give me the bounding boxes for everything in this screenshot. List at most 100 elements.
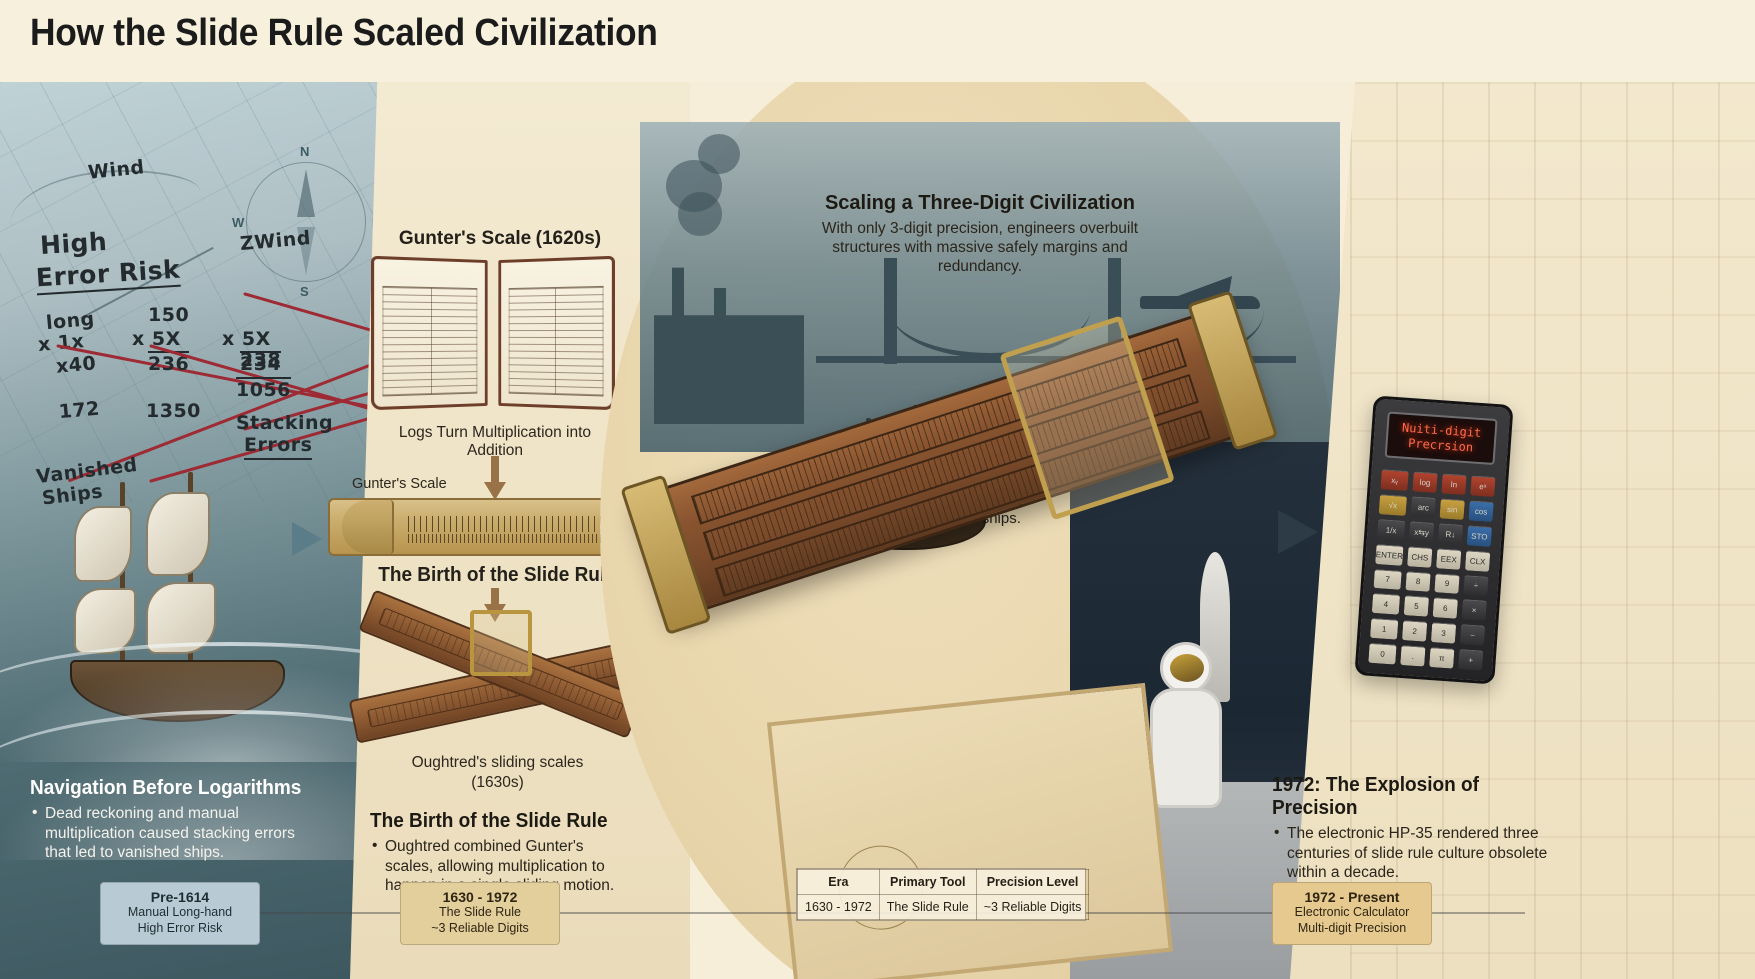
ship-sail-2 — [74, 588, 136, 654]
gunter-heading-year: (1620s) — [535, 228, 602, 249]
annotation-stacking-line1: Stacking — [236, 412, 334, 434]
book-page-left — [370, 255, 488, 411]
birth-heading: The Birth of the Slide Rule — [370, 810, 608, 832]
navigation-bullet-1: Dead reckoning and manual multiplication… — [30, 803, 320, 863]
page-title: How the Slide Rule Scaled Civilization — [30, 12, 658, 54]
gunter-heading-group: Gunter's Scale (1620s) — [380, 228, 620, 250]
compass-label-n: N — [300, 144, 310, 159]
log-table-right — [508, 285, 604, 397]
compass-label-s: S — [300, 284, 309, 299]
annotation-calc1-a: 150 — [148, 304, 190, 326]
annotation-high-error-risk-line1: High — [39, 226, 109, 261]
calc-key[interactable]: arc — [1410, 496, 1437, 518]
bridge-cable-main — [890, 262, 1090, 358]
coastline-outline — [10, 170, 200, 240]
annotation-stacking-line2: Errors — [244, 434, 313, 461]
scaling-body: With only 3-digit precision, engineers o… — [821, 220, 1139, 276]
smoke-puff-3 — [698, 134, 740, 174]
astronaut-visor — [1170, 654, 1204, 682]
book-page-right — [498, 255, 616, 411]
annotation-calc2-result: 1056 — [236, 377, 291, 401]
oughtred-caption: Oughtred's sliding scales — [411, 754, 584, 771]
logs-caption: Logs Turn Multiplication into Addition — [398, 424, 592, 459]
calc-key[interactable]: STO — [1466, 525, 1493, 547]
timeline-precision: Multi-digit Precision — [1297, 920, 1407, 935]
calc-key[interactable]: log — [1412, 471, 1438, 493]
arrow-down-icon-1 — [484, 456, 506, 500]
calc-key[interactable]: ln — [1441, 473, 1467, 495]
calc-key[interactable]: + — [1458, 649, 1484, 671]
calc-key[interactable]: ÷ — [1463, 574, 1489, 597]
explosion-bullet-1: The electronic HP-35 rendered three cent… — [1272, 823, 1562, 883]
calc-key[interactable]: − — [1459, 624, 1486, 646]
flow-arrow-left-icon — [292, 522, 322, 556]
table-cell-precision: ~3 Reliable Digits — [975, 894, 1090, 920]
table-header-precision: Precision Level — [975, 869, 1090, 895]
logarithm-book-illustration — [370, 255, 616, 416]
explosion-heading: 1972: The Explosion of Precision — [1272, 774, 1479, 819]
calc-key[interactable]: EEX — [1436, 547, 1462, 570]
hp-35-calculator[interactable]: Nuiti-digit Precrsion xᵧ log ln eˣ √x ar… — [1354, 395, 1514, 685]
timeline-tool: Manual Long-hand — [127, 905, 233, 919]
ship-sail-1 — [74, 506, 132, 582]
calc-key[interactable]: CHS — [1407, 545, 1433, 568]
timeline-era: 1972 - Present — [1304, 889, 1400, 905]
gunter-heading: Gunter's Scale — [398, 228, 532, 249]
annotation-calc2-a: 238 — [240, 349, 440, 371]
calculator-keypad[interactable]: xᵧ log ln eˣ √x arc sin cos 1/x x⇆y R↓ S… — [1368, 469, 1496, 671]
calc-key[interactable]: R↓ — [1437, 523, 1464, 545]
timeline-chip-1972-present[interactable]: 1972 - Present Electronic Calculator Mul… — [1272, 882, 1432, 945]
precision-comparison-table: Era Primary Tool Precision Level 1630 - … — [796, 868, 1090, 921]
calc-key[interactable]: . — [1400, 645, 1426, 667]
timeline-era: 1630 - 1972 — [442, 889, 518, 905]
ship-mast-fore — [120, 482, 125, 672]
calc-key[interactable]: √x — [1378, 494, 1408, 516]
timeline-chip-pre-1614[interactable]: Pre-1614 Manual Long-hand High Error Ris… — [100, 882, 260, 945]
ruler-brass-cap — [342, 500, 394, 554]
table-cell-era: 1630 - 1972 — [797, 894, 880, 920]
astronaut-body — [1150, 688, 1222, 808]
calc-key[interactable]: × — [1461, 599, 1487, 622]
oughtred-cursor — [470, 610, 532, 676]
calc-key[interactable]: CLX — [1465, 549, 1491, 572]
calc-key[interactable]: 7 — [1373, 568, 1402, 591]
compass-rose-icon — [246, 162, 366, 282]
calc-key[interactable]: x⇆y — [1409, 521, 1435, 543]
infographic-stage: N E S W Wind ZWind High Error Risk long … — [0, 82, 1755, 979]
table-row: 1630 - 1972 The Slide Rule ~3 Reliable D… — [797, 894, 1090, 920]
calc-key[interactable]: 1/x — [1376, 518, 1406, 541]
table-header-tool: Primary Tool — [878, 869, 977, 895]
oughtred-caption-year: (1630s) — [471, 774, 524, 791]
calculator-display-line2: Precrsion — [1407, 435, 1474, 455]
timeline-era: Pre-1614 — [150, 889, 210, 905]
calc-key[interactable]: 8 — [1405, 570, 1431, 593]
calc-key[interactable]: 4 — [1371, 593, 1401, 615]
annotation-calc1-result: 1350 — [146, 400, 440, 422]
timeline-tool: The Slide Rule — [439, 905, 521, 919]
annotation-calc1-b: x 5X — [132, 328, 181, 350]
calc-key[interactable]: eˣ — [1470, 475, 1496, 497]
calc-key[interactable]: cos — [1468, 500, 1494, 522]
calc-key[interactable]: xᵧ — [1380, 469, 1409, 491]
ruler-ticks-minor — [408, 534, 692, 543]
calculator-display: Nuiti-digit Precrsion — [1384, 411, 1498, 466]
calc-key[interactable]: 2 — [1402, 620, 1428, 642]
calc-key[interactable]: ENTER — [1375, 543, 1404, 566]
timeline-tool: Electronic Calculator — [1294, 905, 1410, 919]
timeline-precision: High Error Risk — [137, 920, 223, 935]
calc-key[interactable]: 5 — [1403, 595, 1430, 617]
calc-key[interactable]: 1 — [1370, 618, 1399, 640]
calc-key[interactable]: sin — [1439, 498, 1465, 520]
birth-title-over: The Birth of the Slide Rule — [378, 564, 616, 586]
gunter-rule-label: Gunter's Scale — [352, 476, 447, 492]
nautical-map-illustration — [766, 682, 1174, 979]
calc-key[interactable]: 0 — [1368, 642, 1397, 665]
calc-key[interactable]: 3 — [1430, 622, 1457, 644]
explosion-text-block: 1972: The Explosion of Precision The ele… — [1272, 774, 1562, 883]
annotation-calc2-b: x 5X — [222, 328, 271, 350]
calc-key[interactable]: π — [1429, 647, 1455, 669]
calc-key[interactable]: 9 — [1434, 572, 1460, 595]
calc-key[interactable]: 6 — [1432, 597, 1458, 620]
navigation-heading: Navigation Before Logarithms — [30, 777, 302, 799]
timeline-chip-1630-1972[interactable]: 1630 - 1972 The Slide Rule ~3 Reliable D… — [400, 882, 560, 945]
